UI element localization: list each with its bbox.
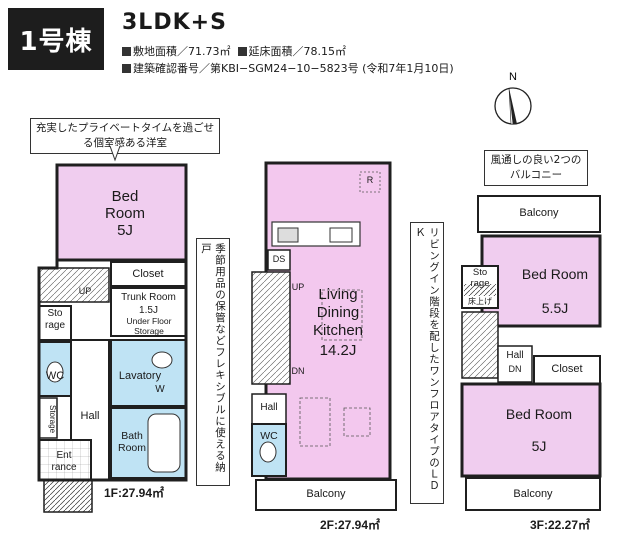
room-label-balcony-3f-bottom: Balcony [513,488,553,500]
room-size-bed-3f-b: 5J [531,438,547,454]
spec-line-2: 建築確認番号／第KBI−SGM24−10−5823号 (令和7年1月10日) [122,61,454,77]
room-label-ldk-living: Living [318,286,358,303]
stair-up-2f: UP [291,282,305,292]
room-size-trunk-room: 1.5J [139,305,158,316]
callout-bedroom-1f: 充実したプライベートタイムを過ごせる個室感ある洋室 [30,118,220,154]
floor-area: 延床面積／78.15㎡ [248,45,347,58]
bullet-square-icon [122,64,131,73]
room-label-closet-1f: Closet [132,268,164,280]
room-label-hall-2f: Hall [260,402,278,413]
room-label-bath: Bath Room [117,430,146,455]
compass-label: N [509,71,517,83]
room-label-ds: DS [272,254,286,264]
floor-area-2f: 2F:27.94㎡ [320,518,381,532]
room-label-storage-vertical: Storage [48,404,57,434]
building-badge: 1号棟 [8,8,104,70]
permit-number: 建築確認番号／第KBI−SGM24−10−5823号 (令和7年1月10日) [133,62,454,75]
room-label-balcony-3f-top: Balcony [519,207,559,219]
callout-ldk-2f: リビングイン階段を配したワンフロアタイプのＬＤＫ [410,222,444,504]
room-label-entrance: Ent rance [51,450,77,473]
room-label-hall-1f: Hall [80,410,100,422]
spec-line-1: 敷地面積／71.73㎡ 延床面積／78.15㎡ [122,44,346,60]
bullet-square-icon [122,47,131,56]
stair-down-2f: DN [291,366,305,376]
room-label-wc-1f: WC [45,370,65,382]
room-label-ldk-dining: Dining [316,304,360,321]
site-area: 敷地面積／71.73㎡ [133,45,231,58]
room-label-storage-3f: Sto rage [470,267,490,289]
room-label-ldk-kitchen: Kitchen [312,322,364,339]
room-size-bed-1f: 5J [117,222,133,239]
room-size-bed-3f-a: 5.5J [541,300,569,316]
stair-up-1f: UP [78,286,92,296]
room-label-bed-1f: Bed Room [104,188,145,223]
room-size-ldk: 14.2J [319,342,357,359]
room-label-hall-3f: Hall [506,350,524,361]
bullet-square-icon [237,47,247,56]
room-label-under-floor: Under Floor Storage [126,316,172,336]
room-label-bed-3f-b: Bed Room [505,406,573,422]
fridge-mark: R [366,175,374,185]
room-label-bed-3f-a: Bed Room [521,266,589,282]
callout-balcony-3f: 風通しの良い2つのバルコニー [484,150,588,186]
stair-down-3f: DN [508,364,522,374]
floor-area-1f: 1F:27.94㎡ [104,486,165,500]
floor-area-3f: 3F:22.27㎡ [530,518,591,532]
room-label-closet-3f: Closet [551,363,583,375]
layout-type-title: 3LDK+S [122,10,227,35]
callout-storage-1f: 季節用品の保管などフレキシブルに使える納戸 [196,238,230,486]
room-label-lavatory: Lavatory [118,370,162,382]
callout-pointer [109,146,121,162]
room-label-wc-2f: WC [260,430,278,442]
washer-mark: W [155,384,165,395]
raised-floor-mark: 床上げ [468,297,492,306]
room-label-trunk-room: Trunk Room [121,292,176,303]
compass-north-icon: N [494,71,532,125]
room-label-storage-1f: Sto rage [44,308,65,331]
room-label-balcony-2f: Balcony [306,488,346,500]
